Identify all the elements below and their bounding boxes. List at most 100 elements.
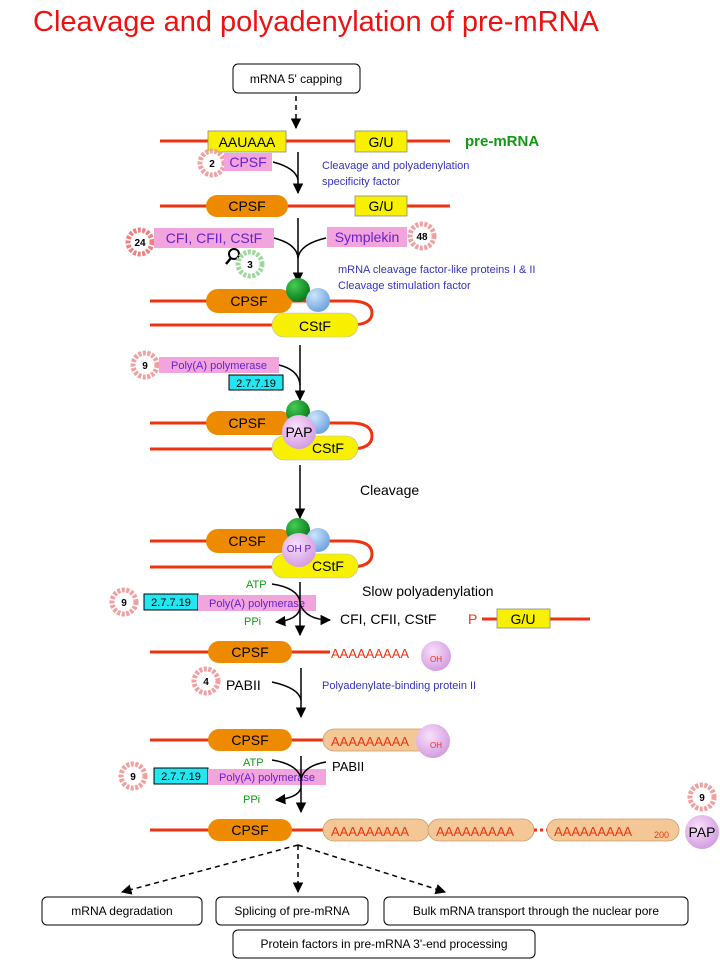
- ec-label-3[interactable]: 2.7.7.19: [161, 771, 201, 783]
- transport-box[interactable]: [383, 896, 689, 926]
- atp-label-2: ATP: [243, 757, 264, 769]
- gu-label-1: G/U: [369, 134, 394, 150]
- premrna-label: pre-mRNA: [465, 133, 539, 150]
- ppi-release-curve-2: [274, 787, 302, 805]
- polya-segment-8c: [546, 818, 680, 842]
- pabii-description: Polyadenylate-binding protein II: [322, 680, 476, 692]
- transport-label[interactable]: Bulk mRNA transport through the nuclear …: [413, 904, 659, 918]
- cpsf-complex-3: [206, 289, 292, 313]
- splicing-label[interactable]: Splicing of pre-mRNA: [234, 904, 349, 918]
- ppi-label-1: PPi: [244, 616, 261, 628]
- gu-label-3: G/U: [511, 611, 536, 627]
- pabii-label-2: PABII: [332, 759, 364, 774]
- degradation-box[interactable]: [41, 896, 203, 926]
- pap-sphere-8: [685, 815, 719, 849]
- aauaaa-box: [207, 130, 287, 153]
- cpsf-complex-5-label: CPSF: [228, 533, 265, 549]
- pap-label-1: Poly(A) polymerase: [171, 360, 267, 372]
- svg-text:3: 3: [247, 260, 253, 271]
- atp-label-1: ATP: [246, 579, 267, 591]
- polya-tail-8c: AAAAAAAAA: [554, 824, 632, 839]
- svg-text:24: 24: [134, 238, 146, 249]
- cstf-complex-3-label: CStF: [299, 318, 331, 334]
- gu-box-1: [354, 130, 408, 153]
- symplekin-label-box: [327, 227, 407, 247]
- search-icon[interactable]: [225, 248, 240, 265]
- polya-tail-8b: AAAAAAAAA: [436, 824, 514, 839]
- cpsf-complex-5: [206, 529, 292, 553]
- cfi-label: CFI, CFII, CStF: [166, 230, 262, 246]
- cpsf-complex-2: [206, 195, 288, 217]
- polya-tail-7: AAAAAAAAA: [331, 734, 409, 749]
- count-badge: 9: [109, 587, 139, 617]
- factor-release-curve: [299, 603, 332, 626]
- svg-text:2: 2: [209, 159, 215, 170]
- symplekin-label: Symplekin: [335, 229, 400, 245]
- degradation-label[interactable]: mRNA degradation: [71, 904, 172, 918]
- cpsf-complex-7-label: CPSF: [231, 732, 268, 748]
- svg-text:9: 9: [130, 772, 136, 783]
- cpsf-complex-6-label: CPSF: [231, 644, 268, 660]
- count-badge: 2: [197, 148, 227, 178]
- cstf-complex-4-label: CStF: [312, 440, 344, 456]
- capping-box: [232, 63, 361, 94]
- gu-label-2: G/U: [369, 198, 394, 214]
- ec-box-1[interactable]: [228, 374, 284, 391]
- phosphate-label: P: [468, 611, 477, 627]
- pap-label-2: Poly(A) polymerase: [209, 598, 305, 610]
- pap-sphere-4-label: PAP: [286, 424, 313, 440]
- svg-text:4: 4: [203, 677, 209, 688]
- count-badge: 9: [130, 350, 160, 380]
- cpsf-complex-4: [206, 411, 292, 435]
- cpsf-complex-2-label: CPSF: [228, 198, 265, 214]
- cf-description-1: mRNA cleavage factor-like proteins I & I…: [338, 264, 535, 276]
- polya-tail-8a: AAAAAAAAA: [331, 824, 409, 839]
- gu-box-2: [354, 195, 408, 217]
- count-badge: 9: [687, 782, 717, 812]
- oh-label-6: OH: [430, 655, 442, 664]
- gu-box-3: [496, 608, 551, 629]
- pap-sphere-7: [416, 724, 450, 758]
- ec-label-1[interactable]: 2.7.7.19: [236, 378, 276, 390]
- pap-label-box-2: [198, 595, 316, 611]
- polya-tail-6: AAAAAAAAA: [331, 646, 409, 661]
- cfi-label-box: [154, 228, 274, 248]
- page-title: Cleavage and polyadenylation of pre-mRNA: [33, 6, 599, 38]
- capping-label: mRNA 5' capping: [250, 72, 342, 86]
- splicing-box[interactable]: [215, 896, 369, 926]
- cpsf-complex-6: [208, 641, 292, 663]
- cf-description-2: Cleavage stimulation factor: [338, 280, 471, 292]
- cstf-complex-5-label: CStF: [312, 558, 344, 574]
- ppi-label-2: PPi: [243, 794, 260, 806]
- protein-factors-box[interactable]: [232, 929, 536, 959]
- cpsf-complex-8: [208, 819, 292, 841]
- released-factors-label: CFI, CFII, CStF: [340, 611, 436, 627]
- svg-text:48: 48: [416, 232, 428, 243]
- ec-label-2[interactable]: 2.7.7.19: [151, 597, 191, 609]
- arrow-to-degradation: [120, 844, 299, 895]
- pap-label-box-3: [208, 769, 326, 785]
- cpsf-complex-7: [208, 729, 292, 751]
- count-badge: 3: [235, 249, 265, 279]
- cstf-complex-3: [271, 312, 359, 338]
- cpsf-complex-4-label: CPSF: [228, 415, 265, 431]
- pap-sphere-4: [282, 415, 316, 449]
- pabii-label-1: PABII: [226, 677, 261, 693]
- cpsf-description-2: specificity factor: [322, 176, 401, 188]
- cfi-join-curve: [273, 237, 299, 259]
- atp-join-curve-2: [271, 759, 302, 779]
- pap-label-3: Poly(A) polymerase: [219, 772, 315, 784]
- oh-p-label: OH P: [287, 544, 312, 555]
- protein-factors-label[interactable]: Protein factors in pre-mRNA 3'-end proce…: [260, 937, 507, 951]
- pap-sphere-8-label: PAP: [689, 824, 716, 840]
- cfii-subunit-sphere: [306, 288, 330, 312]
- pap-label-box-1: [159, 357, 279, 373]
- oh-label-7: OH: [430, 741, 442, 750]
- pabii-join-curve: [271, 681, 302, 701]
- polya-length-label: 200: [654, 830, 669, 840]
- pap-sphere-5: [282, 533, 316, 567]
- count-badge: 4: [191, 666, 221, 696]
- pap-sphere-6: [421, 641, 451, 671]
- cleavage-label: Cleavage: [360, 482, 419, 498]
